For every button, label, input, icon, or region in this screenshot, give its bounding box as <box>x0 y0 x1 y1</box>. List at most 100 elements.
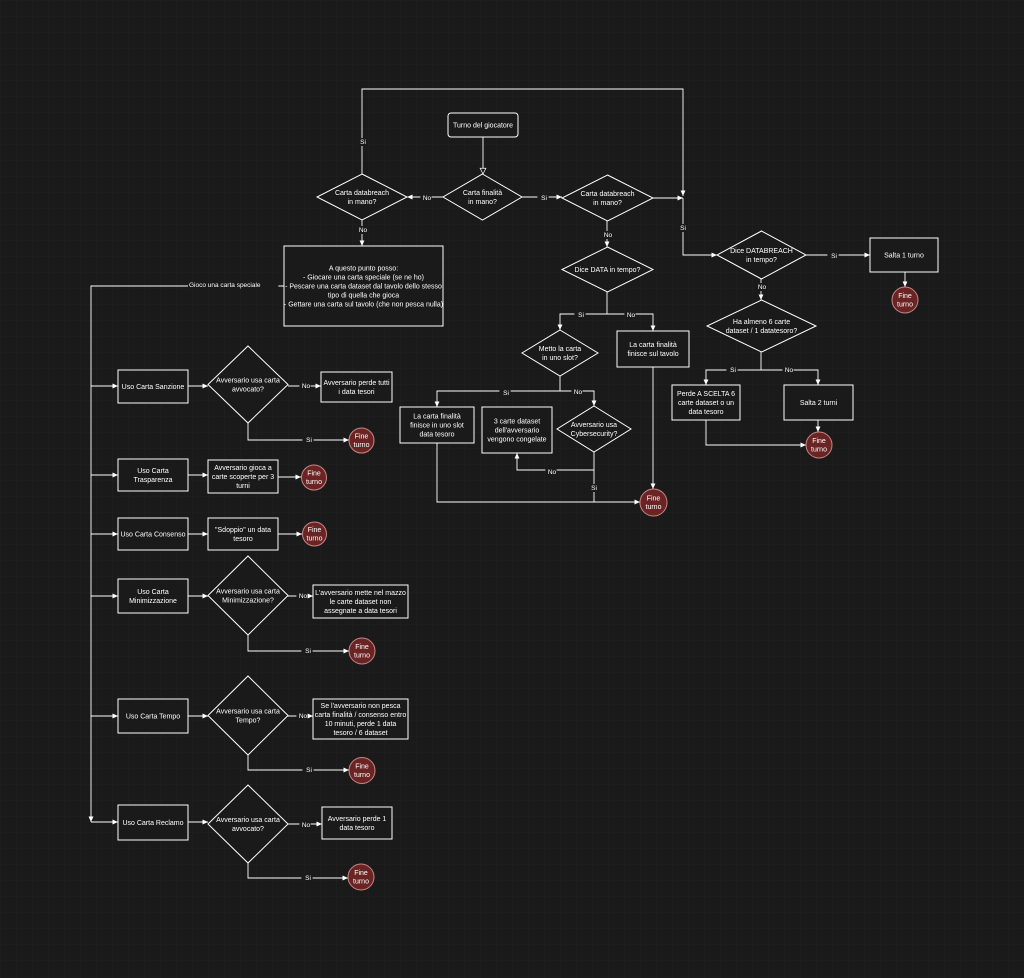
end-circle <box>347 863 375 891</box>
node-salta2: Salta 2 turni <box>783 384 854 421</box>
node-text-line: le carte dataset non <box>330 599 392 606</box>
decision-diamond <box>705 299 818 353</box>
node-text-line: data tesoro <box>339 825 374 832</box>
process-box <box>399 406 475 444</box>
edge-label-l-si-cyber: Si <box>591 485 597 492</box>
node-text-line: turno <box>306 479 322 486</box>
edge-label-l-si-s1: Si <box>306 437 312 444</box>
edge-label-l-no-down-right: No <box>604 232 613 239</box>
edge-label-bg <box>726 366 738 374</box>
node-text-line: Avversario gioca a <box>214 465 272 472</box>
edge-label-l-no-slot: No <box>574 389 583 396</box>
node-uso-sanzione: Uso Carta Sanzione <box>117 369 189 404</box>
node-text-line: assegnate a data tesori <box>324 608 397 615</box>
node-text-line: Tempo? <box>236 717 261 724</box>
edge-label-l-si-min: Si <box>305 648 311 655</box>
node-text-line: Minimizzazione? <box>222 597 274 604</box>
node-text-line: Uso Carta Tempo <box>126 713 180 720</box>
node-text-line: Uso Carta Consenso <box>121 531 186 538</box>
process-box <box>117 804 189 841</box>
edge-label-bg <box>299 821 311 829</box>
node-text-line: Salta 2 turni <box>800 400 838 407</box>
edge-slot-si <box>434 376 561 407</box>
decision-diamond <box>560 174 655 222</box>
edge-avvrec-si <box>247 863 348 881</box>
node-possibilita: A questo punto posso:- Giocare una carta… <box>283 245 444 327</box>
node-text-line: Carta finalità <box>463 190 502 197</box>
decision-diamond <box>442 173 523 221</box>
decision-diamond <box>207 784 289 864</box>
node-dice-data: Dice DATA in tempo? <box>560 246 655 293</box>
node-text-line: Avversario usa carta <box>216 377 280 384</box>
edge-label-bg <box>782 366 794 374</box>
end-circle <box>891 286 919 314</box>
process-box <box>783 384 854 421</box>
node-text-line: in uno slot? <box>542 355 578 362</box>
node-text-line: Uso Carta <box>137 468 169 475</box>
node-text-line: "Sdoppio" un data <box>215 527 271 534</box>
node-text-line: 10 minuti, perde 1 data <box>325 721 397 728</box>
process-box <box>320 371 393 403</box>
process-box <box>616 330 690 368</box>
node-text-line: Avversario usa carta <box>216 588 280 595</box>
edge-label-bg <box>302 766 314 774</box>
node-text-line: Ha almeno 6 carte <box>733 319 790 326</box>
node-text-line: Metto la carta <box>539 346 582 353</box>
edge-loop-si-down <box>682 198 717 258</box>
process-box <box>312 698 409 740</box>
node-text-line: in tempo? <box>746 257 777 264</box>
edge-slotfin-fine <box>436 443 640 505</box>
node-text-line: turno <box>646 504 662 511</box>
node-uso-consenso: Uso Carta Consenso <box>117 517 189 551</box>
node-text-line: Cybersecurity? <box>571 431 618 438</box>
process-box <box>321 806 393 840</box>
node-mazzo: L'avversario mette nel mazzo le carte dat… <box>312 584 409 619</box>
process-box <box>207 517 279 551</box>
decision-diamond <box>560 246 655 293</box>
node-text-line: Fine <box>898 293 912 300</box>
node-text-line: Avversario usa carta <box>216 817 280 824</box>
node-text-line: turno <box>353 879 369 886</box>
edge-label-bg <box>624 311 636 319</box>
edge-label-l-no-tempo: No <box>299 713 308 720</box>
edge-label-bg <box>537 194 549 202</box>
node-text-line: in mano? <box>348 199 377 206</box>
node-text-line: L'avversario mette nel mazzo <box>315 590 406 597</box>
node-text-line: Perde A SCELTA 6 <box>677 391 735 398</box>
node-salta1: Salta 1 turno <box>869 237 939 273</box>
node-fine-8: Fine turno <box>891 286 919 314</box>
edge-label-l-no-rec: No <box>302 822 311 829</box>
node-text-line: turni <box>236 483 250 490</box>
node-text-line: turno <box>897 302 913 309</box>
edge-label-bg <box>299 382 311 390</box>
node-uso-tempo: Uso Carta Tempo <box>117 698 189 734</box>
process-box <box>481 406 553 454</box>
edge-avvmin-si <box>247 635 349 654</box>
node-text-line: turno <box>354 653 370 660</box>
edge-label-l-si-salta: Si <box>831 253 837 260</box>
node-text-line: Uso Carta Sanzione <box>122 384 185 391</box>
end-circle <box>301 464 327 491</box>
edge-label-bg <box>301 647 313 655</box>
node-text-line: finisce in uno slot <box>410 422 464 429</box>
node-text-line: Uso Carta Reclamo <box>122 820 183 827</box>
node-text-line: carta finalità / consenso entro <box>315 712 407 719</box>
edge-label-bg <box>827 252 839 260</box>
node-text-line: - Gettare una carta sul tavolo (che non … <box>284 301 443 308</box>
node-text-line: turno <box>354 772 370 779</box>
